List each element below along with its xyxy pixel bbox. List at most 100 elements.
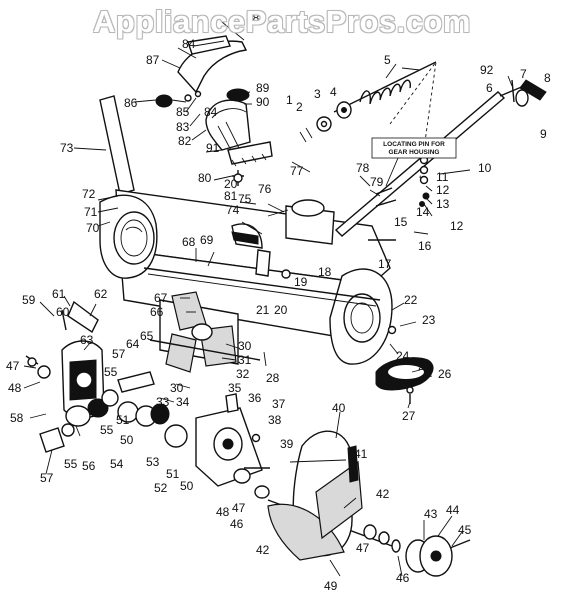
callout-55: 55 [104, 365, 118, 379]
callout-34: 34 [176, 395, 190, 409]
callout-71: 71 [84, 205, 98, 219]
callout-70: 70 [86, 221, 100, 235]
callout-28: 28 [266, 371, 280, 385]
callout-38: 38 [268, 413, 282, 427]
gear-housing [195, 393, 270, 499]
callout-56: 56 [82, 459, 96, 473]
callout-69: 69 [200, 233, 214, 247]
callout-31: 31 [238, 353, 252, 367]
callout-18: 18 [318, 265, 332, 279]
callout-23: 23 [422, 313, 436, 327]
callout-21: 21 [256, 303, 270, 317]
callout-76: 76 [258, 182, 272, 196]
callout-30: 30 [238, 339, 252, 353]
skid-shoe [375, 325, 434, 404]
callout-50: 50 [120, 433, 134, 447]
discharge-chute [155, 35, 273, 186]
callout-72: 72 [82, 187, 96, 201]
callout-42-b: 42 [256, 543, 270, 557]
callout-33: 33 [156, 395, 170, 409]
callout-90: 90 [256, 95, 270, 109]
left-drive-assembly [25, 300, 188, 453]
callout-57: 57 [112, 347, 126, 361]
callout-42: 42 [376, 487, 390, 501]
callout-25: 25 [418, 359, 432, 373]
callout-55-c: 55 [64, 457, 78, 471]
callout-48: 48 [8, 381, 22, 395]
callout-82: 82 [178, 134, 192, 148]
callout-7: 7 [520, 67, 527, 81]
callout-6: 6 [486, 81, 493, 95]
callout-84: 84 [182, 37, 196, 51]
callout-17: 17 [378, 257, 392, 271]
callout-40: 40 [332, 401, 346, 415]
callout-58: 58 [10, 411, 24, 425]
callout-86: 86 [124, 96, 138, 110]
callout-46: 46 [230, 517, 244, 531]
locating-note-line-1: LOCATING PIN FOR [383, 141, 445, 148]
callout-51: 51 [116, 413, 130, 427]
callout-15: 15 [394, 215, 408, 229]
callout-24: 24 [396, 349, 410, 363]
callout-13: 13 [436, 197, 450, 211]
callout-51-b: 51 [166, 467, 180, 481]
callout-54: 54 [110, 457, 124, 471]
callout-45: 45 [458, 523, 472, 537]
callout-9: 9 [540, 127, 547, 141]
callout-59: 59 [22, 293, 36, 307]
callout-57-b: 57 [40, 471, 54, 485]
callout-87: 87 [146, 53, 160, 67]
locating-note-line-2: GEAR HOUSING [389, 149, 440, 156]
callout-16: 16 [418, 239, 432, 253]
callout-60: 60 [56, 305, 70, 319]
callout-22: 22 [404, 293, 418, 307]
callout-63: 63 [80, 333, 94, 347]
callout-55-b: 55 [100, 423, 114, 437]
callout-44: 44 [446, 503, 460, 517]
callout-39: 39 [280, 437, 294, 451]
callout-47-b: 47 [232, 501, 246, 515]
locating-pin-note: LOCATING PIN FOR GEAR HOUSING [371, 137, 457, 187]
callout-37: 37 [272, 397, 286, 411]
callout-8: 8 [544, 71, 551, 85]
callout-26: 26 [438, 367, 452, 381]
callout-85: 85 [176, 105, 190, 119]
callout-74: 74 [226, 203, 240, 217]
callout-73: 73 [60, 141, 74, 155]
callout-88: 88 [246, 11, 260, 25]
callout-81: 81 [224, 189, 238, 203]
callout-36: 36 [248, 391, 262, 405]
callout-65: 65 [140, 329, 154, 343]
callout-53: 53 [146, 455, 160, 469]
callout-91: 91 [206, 141, 220, 155]
callout-61: 61 [52, 287, 66, 301]
callout-46-b: 46 [396, 571, 410, 585]
callout-1: 1 [286, 93, 293, 107]
callout-92: 92 [480, 63, 494, 77]
callout-62: 62 [94, 287, 108, 301]
callout-48-b: 48 [216, 505, 230, 519]
callout-80: 80 [198, 171, 212, 185]
callout-27: 27 [402, 409, 416, 423]
callout-83: 83 [176, 120, 190, 134]
callout-47-c: 47 [356, 541, 370, 555]
callout-3: 3 [314, 87, 321, 101]
impeller-fan [149, 291, 261, 373]
callout-10: 10 [478, 161, 492, 175]
callout-49: 49 [324, 579, 338, 593]
callout-14: 14 [416, 205, 430, 219]
callout-41: 41 [354, 447, 368, 461]
callout-79: 79 [370, 175, 384, 189]
callout-12: 12 [436, 183, 450, 197]
callout-43: 43 [424, 507, 438, 521]
leader-lines [23, 21, 513, 577]
callout-30-b: 30 [170, 381, 184, 395]
auger-blades [267, 430, 471, 577]
callout-89: 89 [256, 81, 270, 95]
callout-52: 52 [154, 481, 168, 495]
callout-47: 47 [6, 359, 20, 373]
callout-67: 67 [154, 291, 168, 305]
callout-35: 35 [228, 381, 242, 395]
callout-20-b: 20 [274, 303, 288, 317]
callout-64: 64 [126, 337, 140, 351]
